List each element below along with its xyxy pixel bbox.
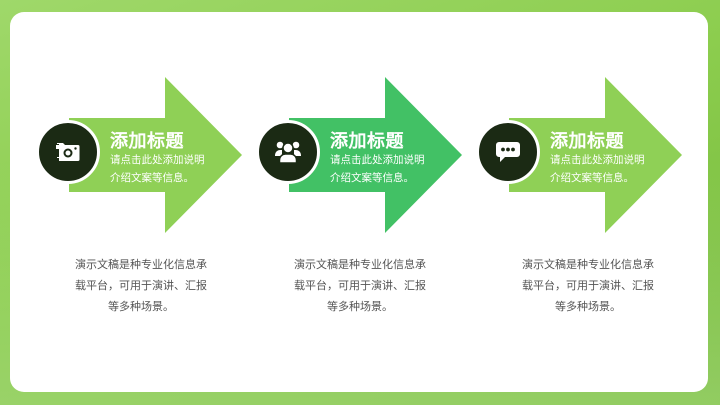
desc-line2: 载平台，可用于演讲、汇报 [294, 279, 426, 292]
step-title: 添加标题 [110, 131, 184, 152]
desc-line3: 等多种场景。 [108, 300, 174, 313]
step-description: 演示文稿是种专业化信息承 载平台，可用于演讲、汇报 等多种场景。 [503, 254, 673, 317]
step-title: 添加标题 [550, 131, 624, 152]
desc-line1: 演示文稿是种专业化信息承 [522, 258, 654, 271]
content-card [10, 12, 708, 392]
users-icon [275, 141, 301, 164]
step-subtitle-line2: 介绍文案等信息。 [330, 172, 414, 184]
step-subtitle-line1: 请点击此处添加说明 [550, 154, 645, 166]
step-description: 演示文稿是种专业化信息承 载平台，可用于演讲、汇报 等多种场景。 [275, 254, 445, 317]
step-subtitle-line2: 介绍文案等信息。 [110, 172, 194, 184]
step-subtitle-line2: 介绍文案等信息。 [550, 172, 634, 184]
step-title: 添加标题 [330, 131, 404, 152]
step-description: 演示文稿是种专业化信息承 载平台，可用于演讲、汇报 等多种场景。 [56, 254, 226, 317]
step-1[interactable]: 添加标题 请点击此处添加说明 介绍文案等信息。 演示文稿是种专业化信息承 载平台… [31, 0, 251, 405]
step-subtitle-line1: 请点击此处添加说明 [110, 154, 205, 166]
icon-circle [36, 120, 100, 184]
arrow-shape [69, 77, 242, 233]
desc-line1: 演示文稿是种专业化信息承 [75, 258, 207, 271]
step-2[interactable]: 添加标题 请点击此处添加说明 介绍文案等信息。 演示文稿是种专业化信息承 载平台… [251, 0, 471, 405]
desc-line3: 等多种场景。 [555, 300, 621, 313]
chat-bubble-icon [496, 142, 520, 162]
arrow-shape [509, 77, 682, 233]
step-subtitle-line1: 请点击此处添加说明 [330, 154, 425, 166]
arrow-shape [289, 77, 462, 233]
desc-line2: 载平台，可用于演讲、汇报 [522, 279, 654, 292]
icon-circle [256, 120, 320, 184]
desc-line2: 载平台，可用于演讲、汇报 [75, 279, 207, 292]
camera-icon [56, 143, 80, 161]
icon-circle [476, 120, 540, 184]
desc-line1: 演示文稿是种专业化信息承 [294, 258, 426, 271]
desc-line3: 等多种场景。 [327, 300, 393, 313]
step-3[interactable]: 添加标题 请点击此处添加说明 介绍文案等信息。 演示文稿是种专业化信息承 载平台… [471, 0, 691, 405]
